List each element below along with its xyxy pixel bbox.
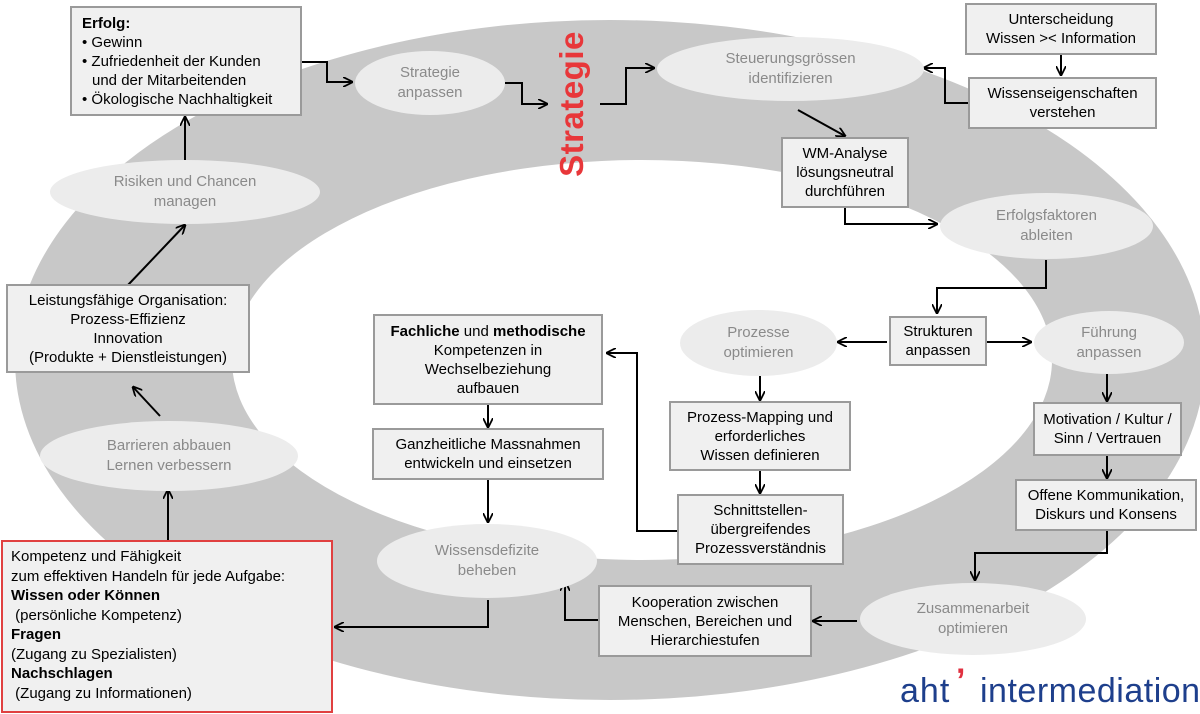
oval-fuehrung: Führung anpassen <box>1034 311 1184 374</box>
logo-apostrophe: ’ <box>956 662 966 700</box>
oval-prozesse: Prozesse optimieren <box>680 310 837 376</box>
erfolg-item-zufriedenheit: Zufriedenheit der Kunden <box>82 52 260 71</box>
logo-aht: aht <box>900 672 951 710</box>
box-wm-analyse: WM-Analyse lösungsneutral durchführen <box>781 137 909 208</box>
box-schnittstellen: Schnittstellen- übergreifendes Prozessve… <box>677 494 844 565</box>
erfolg-item-gewinn: Gewinn <box>82 33 142 52</box>
arrow-kooperation-to-wissensdefizite <box>565 582 598 621</box>
oval-strategie-anpassen: Strategie anpassen <box>355 51 505 115</box>
box-kooperation: Kooperation zwischen Menschen, Bereichen… <box>598 585 812 657</box>
box-ganzheitliche: Ganzheitliche Massnahmen entwickeln und … <box>372 428 604 480</box>
box-offene-kommunikation: Offene Kommunikation, Diskurs und Konsen… <box>1015 479 1197 531</box>
arrow-wissensdefizite-to-kompetenz <box>335 600 489 627</box>
erfolg-title: Erfolg: <box>82 14 131 32</box>
arrow-strategie-anpassen-to-strategie <box>505 82 547 104</box>
arrow-wm-analyse-to-erfolgsfaktoren <box>844 208 937 224</box>
arrow-barrieren-to-leistungsfaehige <box>133 387 161 417</box>
erfolg-item-nachhaltigkeit: Ökologische Nachhaltigkeit <box>82 90 272 109</box>
kompetenz-heading-nachschlagen: Nachschlagen <box>11 665 113 682</box>
kompetenz-heading-fragen: Fragen <box>11 626 62 643</box>
box-leistungsfaehige-organisation: Leistungsfähige Organisation: Prozess-Ef… <box>6 284 250 373</box>
box-unterscheidung: Unterscheidung Wissen >< Information <box>965 3 1157 55</box>
oval-zusammenarbeit: Zusammenarbeit optimieren <box>860 583 1086 655</box>
oval-wissensdefizite: Wissensdefizite beheben <box>377 524 597 598</box>
box-fachliche-kompetenzen: Fachliche und methodische Kompetenzen in… <box>373 314 603 405</box>
box-motivation: Motivation / Kultur / Sinn / Vertrauen <box>1033 402 1182 456</box>
arrow-offene-to-zusammenarbeit <box>975 531 1108 580</box>
kompetenz-box: Kompetenz und Fähigkeit zum effektiven H… <box>1 540 333 713</box>
oval-erfolgsfaktoren: Erfolgsfaktoren ableiten <box>940 193 1153 259</box>
arrow-strategie-to-steuerung <box>600 68 654 105</box>
kompetenz-heading-wissen: Wissen oder Können <box>11 587 161 604</box>
arrow-wissenseigenschaften-to-steuerung <box>924 68 968 104</box>
box-strukturen: Strukturen anpassen <box>889 316 987 366</box>
arrow-steuerung-to-wm-analyse <box>797 109 845 136</box>
arrow-erfolgsfaktoren-to-strukturen <box>937 260 1047 313</box>
connector-arrows <box>127 55 1108 627</box>
arrow-schnittstellen-to-fachliche <box>607 353 677 532</box>
arrow-leistungsfaehige-to-risiken <box>127 225 185 286</box>
box-wissenseigenschaften: Wissenseigenschaften verstehen <box>968 77 1157 129</box>
aht-intermediation-logo: aht ’ intermediation <box>900 662 1200 712</box>
oval-steuerungsgroessen: Steuerungsgrössen identifizieren <box>657 37 924 101</box>
strategie-label: Strategie <box>553 31 590 177</box>
arrow-erfolg-to-strategie-anpassen <box>302 61 352 82</box>
oval-risiken: Risiken und Chancen managen <box>50 160 320 224</box>
fachliche-heading: Fachliche und methodische <box>390 322 586 340</box>
logo-intermediation: intermediation <box>980 672 1200 710</box>
box-prozess-mapping: Prozess-Mapping und erforderliches Wisse… <box>669 401 851 471</box>
erfolg-box: Erfolg: Gewinn Zufriedenheit der Kunden … <box>70 6 302 116</box>
oval-barrieren: Barrieren abbauen Lernen verbessern <box>40 421 298 491</box>
erfolg-item-zufriedenheit-cont: und der Mitarbeitenden <box>92 71 247 89</box>
